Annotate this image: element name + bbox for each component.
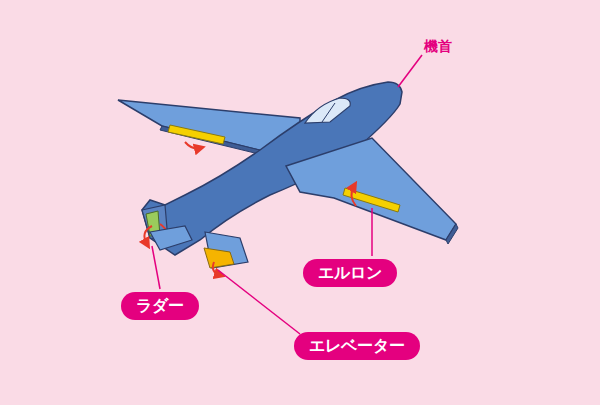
label-pill: エルロン: [303, 259, 397, 287]
part-name: エレベーター: [309, 338, 405, 354]
label-pill: ラダー: [121, 292, 199, 320]
part-name: エルロン: [318, 265, 382, 281]
part-name: ラダー: [136, 298, 184, 314]
part-label: 機首: [424, 38, 452, 56]
label-pill: エレベーター: [294, 332, 420, 360]
